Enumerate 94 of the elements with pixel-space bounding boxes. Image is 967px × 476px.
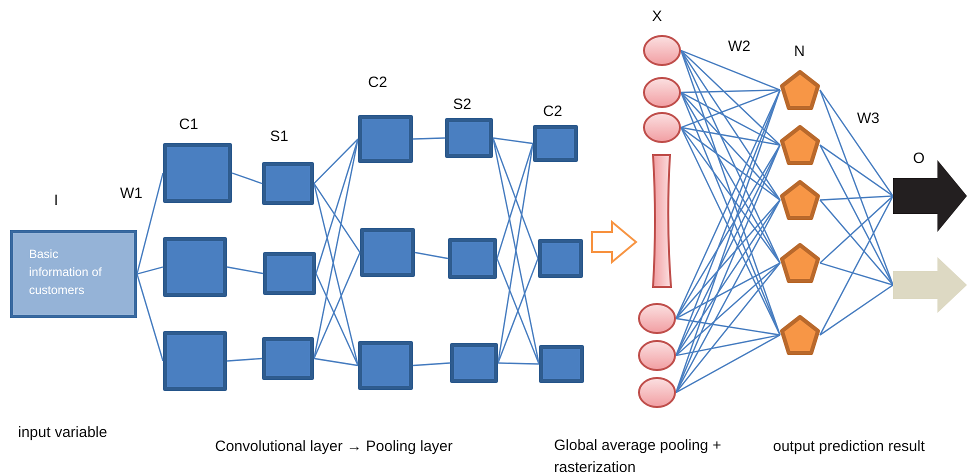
hidden-neuron-pentagon — [780, 125, 820, 165]
layer-label: X — [652, 8, 662, 25]
connection-line — [680, 92, 781, 200]
connection-line — [314, 358, 358, 366]
connection-line — [136, 274, 164, 362]
connection-line — [136, 266, 164, 275]
connection-line — [820, 195, 894, 201]
connection-line — [680, 50, 780, 146]
layer-box — [445, 118, 493, 158]
connection-line — [680, 126, 780, 201]
connection-line — [680, 89, 780, 94]
connection-line — [820, 144, 894, 197]
connection-line — [676, 318, 780, 336]
connection-line — [820, 195, 894, 264]
input-neuron-circle — [638, 377, 676, 408]
connection-line — [498, 362, 540, 365]
connection-line — [314, 138, 358, 184]
layer-box — [533, 125, 578, 162]
column-caption: output prediction result — [773, 438, 925, 455]
connection-line — [676, 262, 780, 356]
layer-label: W2 — [728, 38, 750, 55]
connection-line — [675, 262, 781, 393]
column-caption: Global average pooling + rasterization — [554, 436, 722, 476]
connection-line — [680, 89, 780, 128]
hidden-neuron-pentagon — [780, 180, 820, 220]
connection-line — [315, 273, 359, 366]
connection-line — [819, 196, 894, 336]
layer-box — [448, 238, 497, 279]
connection-line — [819, 90, 894, 286]
layer-box — [450, 343, 498, 383]
connection-line — [136, 172, 164, 274]
connection-line — [315, 138, 359, 274]
connection-line — [226, 358, 262, 362]
connection-line — [680, 50, 780, 91]
connection-line — [675, 200, 781, 319]
box-text: Basic information of customers — [29, 246, 103, 299]
connection-line — [313, 183, 361, 253]
connection-line — [676, 262, 780, 320]
layer-label: N — [794, 43, 805, 60]
connection-line — [680, 92, 781, 264]
layer-label: O — [913, 150, 925, 167]
layer-label: C2 — [543, 103, 562, 120]
layer-box — [358, 341, 413, 390]
column-caption: input variable — [18, 424, 108, 441]
input-neuron-circle — [638, 303, 676, 334]
input-neuron-circle — [643, 112, 681, 143]
layer-box — [163, 331, 227, 391]
layer-box — [539, 345, 584, 383]
connection-line — [676, 334, 780, 356]
input-neuron-circle — [643, 77, 681, 108]
connection-line — [232, 172, 262, 184]
layer-box — [163, 237, 227, 297]
connection-line — [226, 266, 264, 274]
connection-line — [675, 200, 781, 356]
layer-label: C2 — [368, 74, 388, 91]
layer-box — [358, 115, 413, 163]
column-caption: Convolutional layer → Pooling layer — [215, 438, 453, 455]
layer-box — [538, 239, 583, 278]
connection-line — [492, 138, 539, 259]
layer-box — [262, 162, 314, 205]
input-box — [10, 230, 137, 318]
layer-box — [360, 228, 415, 277]
connection-line — [676, 334, 780, 394]
connection-line — [412, 362, 450, 366]
connection-line — [680, 126, 780, 146]
connection-line — [412, 137, 446, 140]
connection-line — [820, 284, 894, 336]
connection-line — [680, 127, 781, 264]
connection-line — [492, 137, 534, 144]
connection-line — [819, 200, 894, 286]
connection-line — [313, 252, 361, 359]
hidden-neuron-pentagon — [780, 70, 820, 110]
input-neuron-circle — [643, 35, 681, 66]
connection-line — [819, 90, 894, 196]
node-label: I — [54, 192, 58, 209]
connection-line — [414, 252, 448, 260]
connection-line — [675, 200, 781, 393]
input-neuron-circle — [638, 340, 676, 371]
connection-line — [496, 143, 534, 259]
connection-line — [313, 183, 359, 366]
connection-line — [675, 144, 781, 319]
layer-box — [263, 252, 316, 295]
layer-label: S1 — [270, 128, 288, 145]
layer-label: S2 — [453, 96, 472, 113]
output-arrow — [893, 257, 967, 313]
hidden-neuron-pentagon — [780, 243, 820, 283]
layer-label: W1 — [120, 185, 142, 202]
connection-line — [820, 262, 894, 286]
hidden-neuron-pentagon — [780, 315, 820, 355]
layer-box — [262, 337, 314, 380]
connection-line — [680, 92, 780, 146]
layer-box — [163, 143, 232, 203]
layer-label: C1 — [179, 116, 198, 133]
layer-label: W3 — [857, 110, 880, 127]
